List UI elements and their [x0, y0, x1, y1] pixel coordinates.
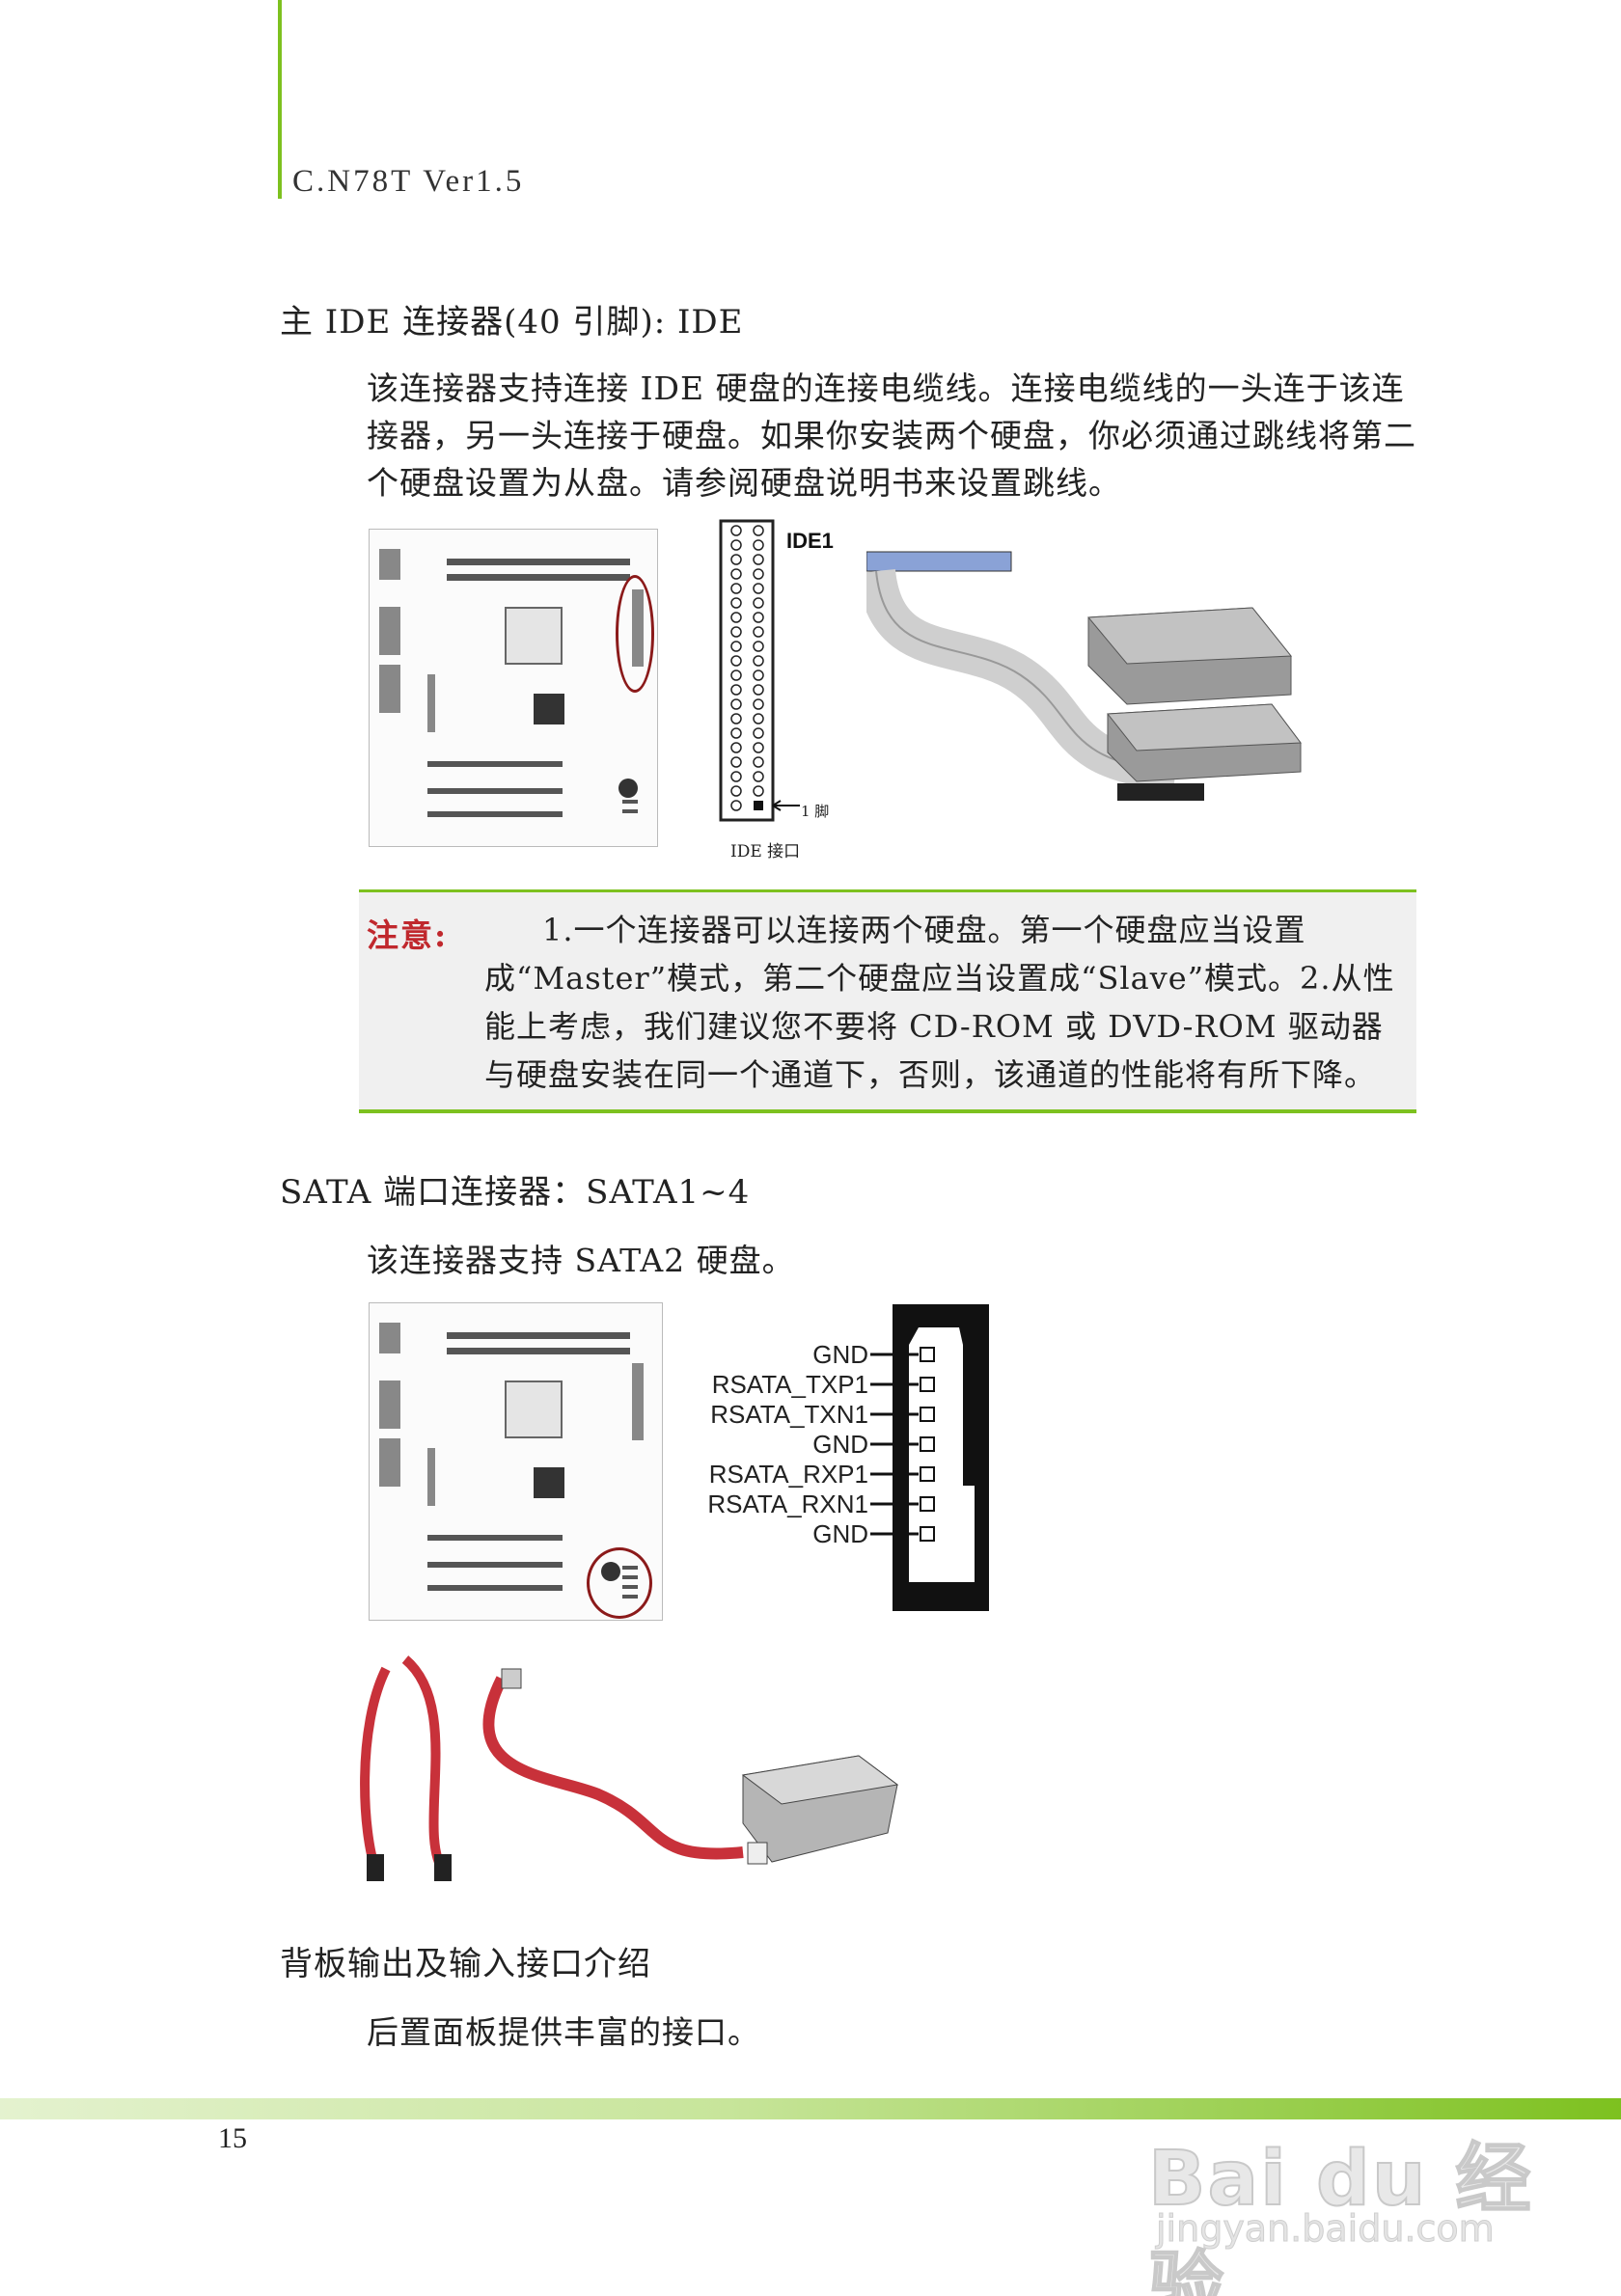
ide-pin — [753, 626, 764, 638]
ide-pin — [753, 568, 764, 580]
page-number: 15 — [218, 2122, 247, 2154]
ide-pin — [753, 597, 764, 609]
sata-pin-contact — [920, 1347, 935, 1362]
pin1-arrow — [772, 800, 800, 811]
ide-pin — [730, 655, 742, 667]
ide-pin — [753, 713, 764, 724]
ide-pin — [730, 713, 742, 724]
ide-pin — [730, 785, 742, 797]
motherboard-diagram-ide — [369, 529, 658, 847]
ide-pin — [753, 554, 764, 565]
ide1-pin-header: IDE1 1 脚 IDE 接口 — [719, 519, 835, 866]
ide-pin — [753, 525, 764, 536]
ide-pin — [753, 641, 764, 652]
sata-highlight-circle — [587, 1547, 652, 1619]
ide-pin — [753, 670, 764, 681]
ide-pin — [730, 626, 742, 638]
ide-pin — [730, 612, 742, 623]
ide-section-title: 主 IDE 连接器(40 引脚): IDE — [280, 303, 744, 342]
sata-pin-label: GND — [812, 1340, 868, 1369]
sata-cable-illustration — [357, 1640, 936, 1891]
note-label: 注意: — [367, 916, 449, 954]
ide-pin — [730, 771, 742, 782]
ide-pin — [730, 742, 742, 753]
note-text: 1.一个连接器可以连接两个硬盘。第一个硬盘应当设置成“Master”模式，第二个… — [484, 912, 1395, 1093]
pin1-label: 1 脚 — [801, 803, 830, 820]
ide-pin — [730, 583, 742, 594]
ide-pin — [753, 698, 764, 710]
sata-pin-label: GND — [812, 1430, 868, 1459]
ide-pin — [753, 742, 764, 753]
ide-pin — [730, 684, 742, 696]
ide-pin — [753, 612, 764, 623]
ide-pin — [730, 641, 742, 652]
ide-pin — [730, 525, 742, 536]
sata-pin-label: GND — [812, 1519, 868, 1548]
ide-caption: IDE 接口 — [730, 842, 801, 861]
footer-gradient-bar — [0, 2098, 1621, 2119]
ide1-label: IDE1 — [786, 529, 834, 553]
sata-pin-contact — [920, 1496, 935, 1512]
sata-description: 该连接器支持 SATA2 硬盘。 — [367, 1242, 795, 1279]
watermark-logo: Bai du 经验 — [1147, 2135, 1533, 2296]
ide-description: 该连接器支持连接 IDE 硬盘的连接电缆线。连接电缆线的一头连于该连接器，另一头… — [367, 369, 1416, 502]
backpanel-section-title: 背板输出及输入接口介绍 — [280, 1945, 651, 1983]
ide-pin — [730, 727, 742, 739]
sata-pin-contact — [920, 1526, 935, 1542]
ide-pin — [753, 785, 764, 797]
motherboard-diagram-sata — [369, 1302, 663, 1621]
watermark-url: jingyan.baidu.com — [1156, 2207, 1496, 2251]
ide-pin — [730, 554, 742, 565]
baidu-watermark: Bai du 经验 jingyan.baidu.com — [1147, 2064, 1553, 2296]
ide-pin — [730, 568, 742, 580]
ide-pin — [753, 771, 764, 782]
sata-pin-contact — [920, 1407, 935, 1422]
backpanel-description: 后置面板提供丰富的接口。 — [367, 2013, 760, 2051]
ide-pin — [753, 684, 764, 696]
sata-pin-label: RSATA_RXN1 — [707, 1490, 868, 1518]
ide-pin — [753, 583, 764, 594]
ide-pin — [753, 727, 764, 739]
sata-pin-contact — [920, 1377, 935, 1392]
sata-pin-label: RSATA_TXN1 — [710, 1400, 868, 1429]
ide-pin — [754, 801, 763, 810]
sata-pin-label: RSATA_TXP1 — [712, 1370, 868, 1399]
ide-pin — [753, 655, 764, 667]
sata-section-title: SATA 端口连接器：SATA1~4 — [280, 1173, 751, 1212]
sata-pin-contact — [920, 1436, 935, 1452]
ide-pin — [730, 597, 742, 609]
ide-highlight-circle — [616, 575, 654, 693]
header-accent-line — [278, 0, 282, 199]
model-version: C.N78T Ver1.5 — [292, 164, 525, 199]
sata-pin-label: RSATA_RXP1 — [709, 1460, 868, 1489]
ide-cable-hdd-illustration — [857, 550, 1320, 839]
ide-pin — [730, 756, 742, 768]
ide-pin — [730, 539, 742, 551]
ide-pin — [730, 670, 742, 681]
ide-pin — [753, 539, 764, 551]
ide-pin — [753, 756, 764, 768]
note-box: 注意: 1.一个连接器可以连接两个硬盘。第一个硬盘应当设置成“Master”模式… — [359, 889, 1416, 1113]
ide-pin — [730, 698, 742, 710]
ide-pin — [730, 800, 742, 811]
sata-pin-contact — [920, 1466, 935, 1482]
